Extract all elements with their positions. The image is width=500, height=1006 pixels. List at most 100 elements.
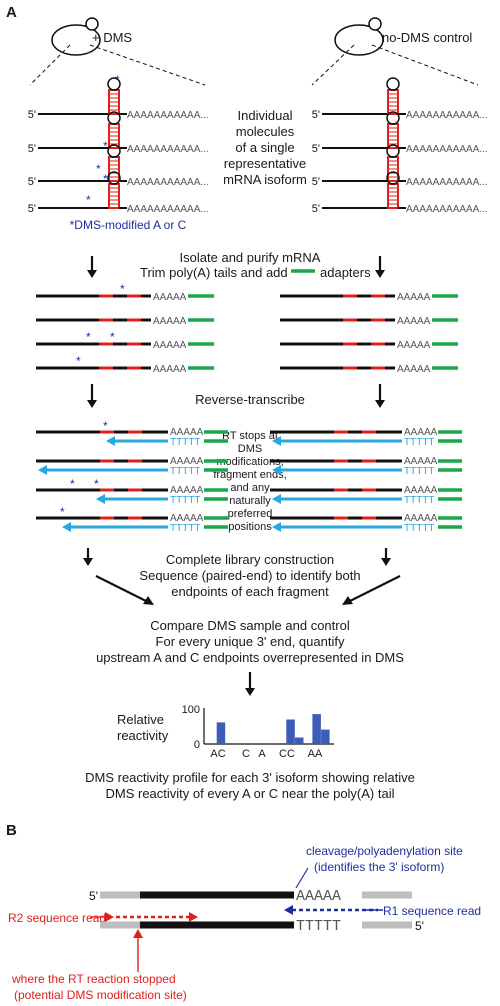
- step-trim-label: Trim poly(A) tails and add: [140, 265, 288, 280]
- panel-b-label: B: [6, 822, 17, 839]
- control-molecule-4-loop: [386, 171, 400, 185]
- control-duplex-1-poly-a: AAAAA: [404, 427, 438, 438]
- molecules-note-2: molecules: [235, 124, 295, 139]
- step-quantify-label: For every unique 3' end, quantify: [155, 634, 345, 649]
- rt-note-8: positions: [228, 521, 272, 533]
- dms-molecule-1-poly-a: AAAAAAAAAAA...: [127, 110, 209, 121]
- dms-duplex-1-poly-t: TTTTT: [170, 437, 201, 448]
- chart-bar-1: [216, 722, 226, 744]
- rt-note-7: preferred: [227, 508, 273, 520]
- dms-trimmed-3-poly-a: AAAAA: [153, 340, 187, 351]
- control-molecule-3-loop: [386, 144, 400, 158]
- control-trimmed-3-poly-a: AAAAA: [397, 340, 431, 351]
- step-compare-label: Compare DMS sample and control: [150, 618, 350, 633]
- control-molecule-3-five-prime: 5': [312, 176, 320, 188]
- dms-molecule-2-poly-a: AAAAAAAAAAA...: [127, 144, 209, 155]
- step-overrepresented-label: upstream A and C endpoints overrepresent…: [96, 650, 404, 665]
- arrow-isolate-left-head: [87, 270, 97, 278]
- rt-stop-sublabel: (potential DMS modification site): [14, 988, 187, 1002]
- dms-duplex-1-poly-a: AAAAA: [170, 427, 204, 438]
- profile-caption-2: DMS reactivity of every A or C near the …: [105, 786, 395, 801]
- top-strand-five-prime: 5': [89, 889, 98, 903]
- dms-molecule-4-poly-a: AAAAAAAAAAA...: [127, 204, 209, 215]
- cleavage-site-label: cleavage/polyadenylation site: [306, 844, 463, 858]
- rt-note-2: DMS: [237, 443, 263, 455]
- dms-duplex-3-poly-t: TTTTT: [170, 495, 201, 506]
- cleavage-pointer: [295, 867, 309, 889]
- r1-read-label: R1 sequence read: [383, 904, 482, 918]
- control-duplex-4-poly-t: TTTTT: [404, 523, 435, 534]
- molecules-note-1: Individual: [237, 108, 293, 123]
- arrow-merge-right-head: [342, 596, 353, 605]
- dms-molecule-4-loop: [107, 171, 121, 185]
- dms-molecule-1-dms-star-0: *: [115, 73, 120, 87]
- dms-duplex-3-poly-a: AAAAA: [170, 485, 204, 496]
- control-molecule-2-poly-a: AAAAAAAAAAA...: [406, 144, 488, 155]
- control-molecule-2-five-prime: 5': [312, 143, 320, 155]
- control-cell-icon-nucleus: [368, 17, 382, 31]
- chart-bar-10: [295, 737, 304, 744]
- arrow-rt-left-head: [87, 400, 97, 408]
- dms-molecule-3-dms-star-0: *: [96, 162, 101, 176]
- dms-molecule-1-five-prime: 5': [28, 109, 36, 121]
- dms-molecule-2-five-prime: 5': [28, 143, 36, 155]
- rt-note-3: modifications,: [216, 456, 284, 468]
- control-condition-label: no-DMS control: [382, 30, 473, 45]
- arrow-isolate-right-head: [375, 270, 385, 278]
- dms-condition-label: + DMS: [92, 30, 133, 45]
- dms-molecule-1-loop: [107, 77, 121, 91]
- r2-pointer-head: [105, 912, 114, 922]
- control-duplex-3-poly-t: TTTTT: [404, 495, 435, 506]
- r1-read-arrow-head: [284, 905, 293, 915]
- step-adapters-label: adapters: [320, 265, 371, 280]
- step-sequence-label: Sequence (paired-end) to identify both: [139, 568, 361, 583]
- profile-caption-1: DMS reactivity profile for each 3' isofo…: [85, 770, 415, 785]
- dms-molecule-4-dms-star-0: *: [86, 193, 91, 207]
- panel-a-label: A: [6, 4, 17, 21]
- control-duplex-3-poly-a: AAAAA: [404, 485, 438, 496]
- step-isolate-label: Isolate and purify mRNA: [179, 250, 321, 265]
- step-library-label: Complete library construction: [165, 552, 335, 567]
- dms-molecule-4-five-prime: 5': [28, 203, 36, 215]
- dms-duplex-2-cdna-head: [38, 465, 47, 475]
- dms-molecule-3-five-prime: 5': [28, 176, 36, 188]
- chart-xtick-0: AC: [210, 748, 225, 760]
- arrow-rt-right-head: [375, 400, 385, 408]
- dms-modification-note: *DMS-modified A or C: [69, 218, 187, 232]
- dms-duplex-1-dms-star-0: *: [103, 419, 108, 433]
- molecules-note-5: mRNA isoform: [223, 172, 307, 187]
- dms-cell-icon-nucleus: [85, 17, 99, 31]
- chart-ytick-100: 100: [182, 704, 200, 716]
- control-cell-icon-body: [334, 24, 384, 56]
- dms-zoom-left: [29, 44, 71, 86]
- chart-bar-13: [321, 729, 330, 744]
- chart-xtick-2: A: [258, 748, 266, 760]
- dms-molecule-3-loop: [107, 144, 121, 158]
- control-molecule-2-loop: [386, 111, 400, 125]
- dms-duplex-2-poly-a: AAAAA: [170, 456, 204, 467]
- dms-trimmed-4-poly-a: AAAAA: [153, 364, 187, 375]
- control-molecule-4-poly-a: AAAAAAAAAAA...: [406, 204, 488, 215]
- arrow-library-right-short-head: [381, 558, 391, 566]
- chart-ylabel-line2: reactivity: [117, 728, 169, 743]
- dms-duplex-4-cdna-head: [62, 522, 71, 532]
- control-zoom-right: [371, 44, 479, 86]
- molecules-note-4: representative: [223, 156, 307, 171]
- dms-molecule-3-dms-star-1: *: [103, 172, 108, 186]
- dms-duplex-3-dms-star-0: *: [70, 477, 75, 491]
- arrow-merge-right-shaft: [347, 575, 401, 603]
- chart-bar-12: [312, 714, 321, 744]
- dms-cell-icon-body: [51, 24, 101, 56]
- rt-stop-pointer-head: [133, 929, 143, 938]
- step-reverse-transcribe-label: Reverse-transcribe: [195, 392, 305, 407]
- control-duplex-1-poly-t: TTTTT: [404, 437, 435, 448]
- chart-xtick-4: AA: [308, 748, 323, 760]
- control-trimmed-2-poly-a: AAAAA: [397, 316, 431, 327]
- rt-note-6: naturally: [229, 495, 271, 507]
- control-duplex-2-cdna-head: [272, 465, 281, 475]
- bottom-strand-five-prime: 5': [415, 919, 424, 933]
- rt-stop-label: where the RT reaction stopped: [12, 972, 176, 986]
- dms-duplex-3-cdna-head: [96, 494, 105, 504]
- molecules-note-3: of a single: [235, 140, 295, 155]
